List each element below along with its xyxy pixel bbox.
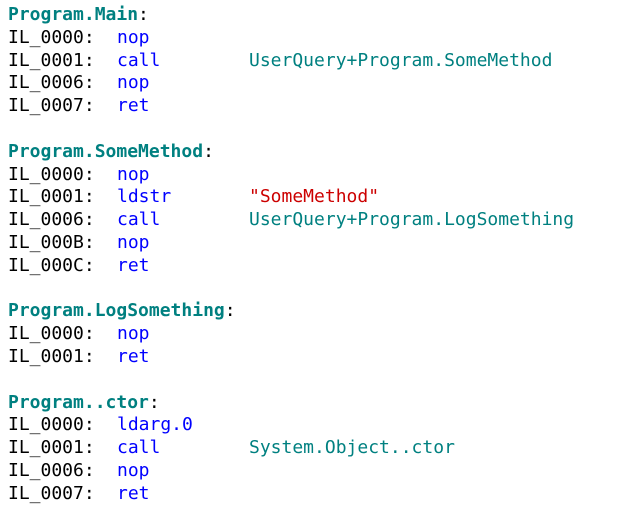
il-instruction-line: IL_0000: nop — [8, 164, 236, 187]
il-opcode: ret — [117, 345, 150, 367]
il-offset-label: IL_0001: — [8, 437, 95, 459]
method-header: Program.Main: — [8, 4, 236, 27]
il-offset-label: IL_0001: — [8, 49, 95, 71]
il-offset-label: IL_0001: — [8, 186, 95, 208]
il-instruction-line: IL_0001: ldstr "SomeMethod" — [8, 186, 379, 209]
il-offset-label: IL_0000: — [8, 163, 95, 185]
il-offset-label: IL_000B: — [8, 231, 95, 253]
method-header-colon: : — [148, 391, 160, 413]
method-header: Program.LogSomething: — [8, 300, 236, 323]
il-offset-label: IL_0000: — [8, 26, 95, 48]
method-name: Program..ctor — [8, 391, 149, 413]
method-name: Program.Main — [8, 4, 139, 25]
il-instruction-line: IL_0000: nop — [8, 27, 236, 50]
il-opcode: ret — [117, 482, 150, 504]
method-header-colon: : — [203, 140, 214, 162]
il-offset-label: IL_0000: — [8, 323, 95, 345]
il-opcode: nop — [117, 323, 150, 345]
method-header-colon: : — [138, 4, 149, 25]
il-offset-label: IL_0007: — [8, 482, 95, 504]
il-opcode: call — [117, 49, 161, 71]
method-header: Program..ctor: — [8, 392, 236, 415]
il-opcode: ldarg.0 — [117, 414, 193, 436]
il-offset-label: IL_0007: — [8, 95, 95, 117]
il-instruction-line: IL_0007: ret — [8, 483, 236, 506]
il-opcode: ldstr — [117, 186, 172, 208]
il-offset-label: IL_0000: — [8, 414, 95, 436]
il-offset-label: IL_0001: — [8, 345, 95, 367]
il-instruction-line: IL_0007: ret — [8, 95, 236, 118]
il-opcode: nop — [117, 26, 150, 48]
il-opcode: call — [117, 209, 161, 231]
method-header-colon: : — [224, 300, 236, 322]
il-opcode: ret — [117, 254, 150, 276]
il-instruction-line: IL_000C: ret — [8, 255, 236, 278]
il-offset-label: IL_0006: — [8, 209, 95, 231]
il-reference-operand: System.Object..ctor — [249, 437, 455, 459]
il-reference-operand: UserQuery+Program.SomeMethod — [249, 49, 553, 71]
il-instruction-line: IL_0000: ldarg.0 — [8, 414, 236, 437]
il-instruction-line: IL_0006: nop — [8, 72, 236, 95]
il-opcode: nop — [117, 72, 150, 94]
il-instruction-line: IL_000B: nop — [8, 232, 236, 255]
il-offset-label: IL_0006: — [8, 459, 95, 481]
il-instruction-line: IL_0006: nop — [8, 460, 236, 483]
il-instruction-line: IL_0001: call UserQuery+Program.SomeMethod — [8, 49, 552, 73]
il-opcode: nop — [117, 231, 150, 253]
il-opcode: nop — [117, 459, 150, 481]
method-header: Program.SomeMethod: — [8, 141, 236, 164]
il-offset-label: IL_0006: — [8, 72, 95, 94]
il-reference-operand: UserQuery+Program.LogSomething — [249, 209, 575, 231]
il-instruction-line: IL_0000: nop — [8, 323, 236, 346]
method-name: Program.SomeMethod — [8, 140, 204, 162]
il-opcode: ret — [117, 95, 150, 117]
method-name: Program.LogSomething — [8, 300, 225, 322]
il-opcode: nop — [117, 163, 150, 185]
il-offset-label: IL_000C: — [8, 254, 95, 276]
il-instruction-line: IL_0001: ret — [8, 346, 236, 369]
il-string-operand: "SomeMethod" — [249, 186, 380, 208]
il-instruction-line: IL_0006: call UserQuery+Program.LogSomethi… — [8, 209, 574, 232]
il-opcode: call — [117, 437, 161, 459]
il-instruction-line: IL_0001: call System.Object..ctor — [8, 437, 455, 460]
